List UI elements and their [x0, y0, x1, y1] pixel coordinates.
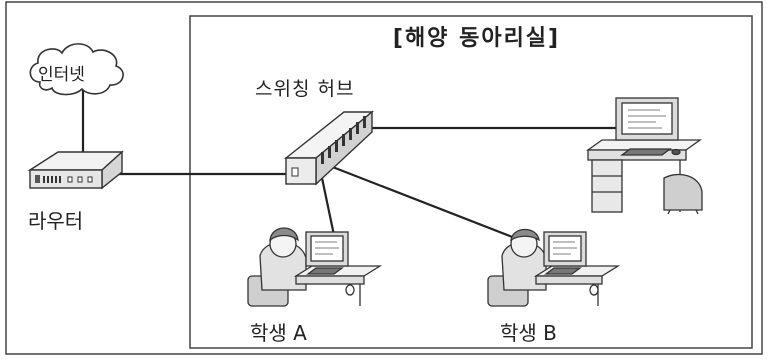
switching-hub-label: 스위칭 허브 — [255, 78, 355, 100]
hub-student-b-link — [329, 164, 521, 242]
room-title: [해양 동아리실] — [392, 26, 561, 51]
cloud-icon — [29, 43, 124, 96]
switching-hub-icon — [283, 110, 374, 186]
outer-frame — [5, 1, 763, 355]
router-icon — [27, 150, 124, 190]
room-boundary — [189, 15, 753, 349]
hub-student-a-link — [320, 177, 337, 241]
router-label: 라우터 — [28, 209, 84, 233]
student-b-figure — [487, 228, 621, 307]
student-a-figure — [247, 227, 383, 307]
desk-computer-icon — [585, 97, 703, 215]
student-b-label: 학생 B — [500, 321, 557, 345]
student-a-label: 학생 A — [250, 321, 307, 345]
internet-label: 인터넷 — [38, 65, 85, 85]
